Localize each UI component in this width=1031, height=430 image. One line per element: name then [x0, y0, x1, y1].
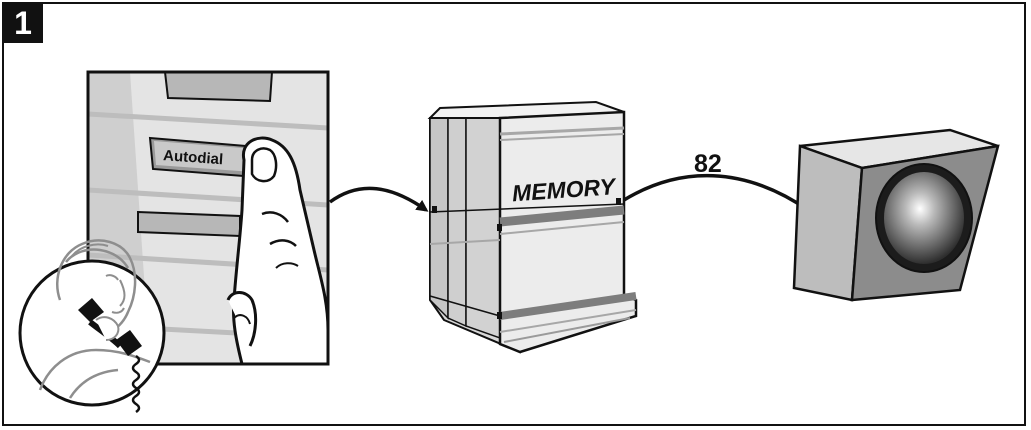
memory-unit-icon: MEMORY [427, 100, 638, 354]
person-on-phone-icon [18, 239, 166, 414]
diagram-frame [2, 2, 1026, 426]
autodial-hand-icon [226, 136, 328, 364]
step-number-badge: 1 [3, 3, 43, 43]
autodial-key-label: Autodial [163, 147, 224, 168]
arrow-icon [623, 173, 811, 212]
speaker-icon [792, 128, 1000, 302]
transmission-code: 82 [694, 150, 722, 178]
autodial-key: Autodial [148, 136, 260, 179]
arrow-icon [328, 186, 429, 212]
